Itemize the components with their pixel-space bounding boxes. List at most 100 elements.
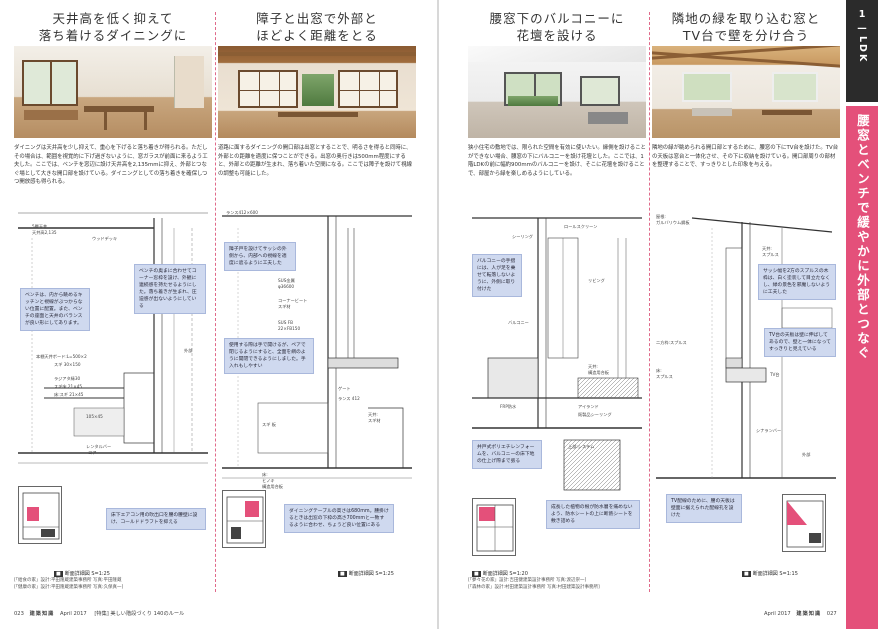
drawing-scale: ■断面詳細図 S=1:15 (742, 571, 798, 577)
section-title: 障子と出窓で外部と ほどよく距離をとる (218, 0, 416, 46)
callout-note: 障子戸を設けてサッシの外側から、内部への視線を適度に遮るように工夫した (224, 242, 296, 271)
ceiling-beam (218, 52, 416, 56)
bay-window-photo (218, 46, 416, 138)
table-leg (144, 112, 147, 130)
chapter-label: LDK (857, 36, 868, 64)
drawing-label: コア (88, 450, 97, 455)
drawing-label: スプルス (762, 252, 779, 257)
drawing-label: 105×45 (86, 414, 103, 419)
credit-line: [「健康の家」設計:平田隆蔵建築事務所 写真:久保真一] (14, 585, 124, 590)
section-balcony: 腰窓下のバルコニーに 花壇を設ける 狭小住宅の敷地では、限られた空間を有効に使い… (468, 0, 646, 600)
credit-line: [「森林の家」設計:村田建築設計事務所 写真:村田建築設計事務所] (468, 585, 600, 590)
plan-inset (222, 490, 266, 548)
callout-note: TV台の天板は壁に伸ばしてあるので、壁と一体になってすっきりと見えている (764, 328, 836, 357)
scale-label: 断面詳細図 S=1:20 (482, 571, 528, 577)
chapter-theme-band: 腰窓とベンチで緩やかに外部とつなぐ (846, 106, 878, 629)
title-line: 腰窓下のバルコニーに (489, 11, 625, 26)
drawing-label: 床: (262, 472, 268, 477)
sofa (692, 108, 732, 116)
chapter-number: 1 (858, 9, 866, 20)
plan-inset (472, 498, 516, 556)
table-leg (104, 112, 107, 130)
sloped-ceiling (468, 46, 646, 62)
drawing-label: 外部 (184, 348, 193, 353)
drawing-label: 上部:システム (568, 444, 595, 449)
callout-note: TV配線のために、腰の天板は壁面に据えられた配線孔を設けた (666, 494, 742, 523)
section-dining-ceiling: 天井高を低く抑えて 落ち着けるダイニングに ダイニングは天井高を少し抑えて、重心… (14, 0, 212, 600)
sofa (588, 112, 628, 124)
body-text: 道路に面するダイニングの開口部は出窓とすることで、明るさを得ると同時に、外部との… (218, 145, 412, 177)
drawing-label: スギ 30×150 (54, 362, 81, 367)
window (22, 60, 78, 106)
callout-note: ベンチは、内から眺めるキッチンと視線がぶつからない位置に配置。また、ベンチの座面… (20, 288, 90, 331)
section-drawing: 屋根: ガルバリウム鋼板 天井: スプルス 二方枠:スプルス TV台 床: スプ… (652, 208, 840, 588)
chapter-dash: — (857, 23, 867, 34)
footer-left: 023 建築知識 April 2017 [特集] 美しい階段づくり 140のルー… (14, 610, 184, 617)
bench (24, 110, 78, 120)
drawing-label: φ36600 (278, 284, 295, 289)
drawing-label: ラジアタ縁30 (54, 376, 81, 381)
scale-label: 断面詳細図 S=1:15 (752, 571, 798, 577)
drawing-label: 二方枠:スプルス (656, 340, 687, 345)
drawing-scale: ■断面詳細図 S=1:25 (54, 571, 110, 577)
page-gutter (437, 0, 439, 629)
drawing-label: リビング (588, 278, 605, 283)
ceiling-beam (652, 51, 840, 68)
chapter-sidebar: 1 — LDK 腰窓とベンチで緩やかに外部とつなぐ (846, 0, 878, 629)
drawing-label: 既製品シーリング (578, 412, 612, 417)
photo-credits-right: [「夢々花の家」設計:吉田健建築設計事務所 写真:渡辺崇一] [「森林の家」設計… (468, 577, 838, 591)
section-tv-window: 隣地の緑を取り込む窓と TV台で壁を分け合う 隣地の緑が眺められる開口部とするた… (652, 0, 840, 600)
drawing-label: スギ床 21×45 (54, 384, 83, 389)
magazine-name: 建築知識 (29, 611, 55, 617)
title-line: 障子と出窓で外部と (256, 11, 378, 26)
callout-note: バルコニーの手摺には、人が足を乗せて転落しないように、外側に取り付けた (472, 254, 522, 297)
drawing-label: 床:スギ 21×45 (54, 392, 84, 397)
drawing-label: ランス 412 (338, 396, 360, 401)
drawing-label: 床: (656, 368, 662, 373)
window (580, 76, 620, 106)
window (772, 72, 818, 102)
drawing-label: 天井: (762, 246, 772, 251)
column-divider (215, 12, 216, 592)
section-title: 腰窓下のバルコニーに 花壇を設ける (468, 0, 646, 46)
drawing-label: ウッドデッキ (92, 236, 118, 241)
callout-note: ベンチの奥まに合わせてコーナー窓枠を設け、外観に連続感を持たせるようにした。落ち… (134, 264, 206, 314)
drawing-label: アイランド (578, 404, 599, 409)
inset-plan (226, 496, 264, 544)
body-text: 狭小住宅の敷地では、限られた空間を有効に使いたい。縁側を設けることができない場合… (468, 145, 646, 177)
drawing-label: ランス412×600 (226, 210, 258, 215)
feature-title: [特集] 美しい階段づくり 140のルール (94, 611, 185, 617)
drawing-label: 天井: (588, 364, 598, 369)
tv-stand (762, 110, 812, 115)
title-line: ほどよく距離をとる (256, 28, 378, 43)
drawing-scale: ■断面詳細図 S=1:25 (338, 571, 394, 577)
callout-note: 床下エアコン用の吹出口を腰の腰壁に設け、コールドドラフトを抑える (106, 508, 206, 530)
inset-plan (22, 492, 60, 540)
column-divider (649, 12, 650, 592)
drawing-label: SUS FB (278, 320, 293, 325)
drawing-label: 22×FB150 (278, 326, 301, 331)
scale-label: 断面詳細図 S=1:25 (64, 571, 110, 577)
drawing-label: スギ材 (278, 304, 291, 309)
issue-date: April 2017 (59, 611, 87, 617)
drawing-label: 外部 (802, 452, 811, 457)
kitchen-wall (174, 56, 204, 108)
title-line: 落ち着けるダイニングに (38, 28, 188, 43)
plan-inset (782, 494, 826, 552)
dining-photo (14, 46, 212, 138)
drawing-label: 構造用合板 (588, 370, 609, 375)
section-drawing: ランス412×600 SUS金属 φ36600 コーナービート スギ材 SUS … (218, 208, 416, 588)
drawing-label: TV台 (770, 372, 780, 377)
section-title: 天井高を低く抑えて 落ち着けるダイニングに (14, 0, 212, 46)
photo-credits-left: [「給食の家」設計:平田隆蔵建築事務所 写真:平田隆蔵 [「健康の家」設計:平田… (14, 577, 414, 591)
body-text: 隣地の緑が眺められる開口部とするために、腰窓の下にTV台を設けた。TV台の天板は… (652, 145, 839, 169)
magazine-name: 建築知識 (796, 611, 822, 617)
flower-bed (508, 96, 558, 106)
title-line: 花壇を設ける (516, 28, 598, 43)
drawing-label: FRP防水 (500, 404, 517, 409)
garden-view (302, 74, 334, 106)
callout-note: ダイニングテーブルの高さは680mm。腰掛けるときは出窓の下枠の高さ700mmと… (284, 504, 394, 533)
living-photo (652, 46, 840, 138)
balcony-photo (468, 46, 646, 138)
